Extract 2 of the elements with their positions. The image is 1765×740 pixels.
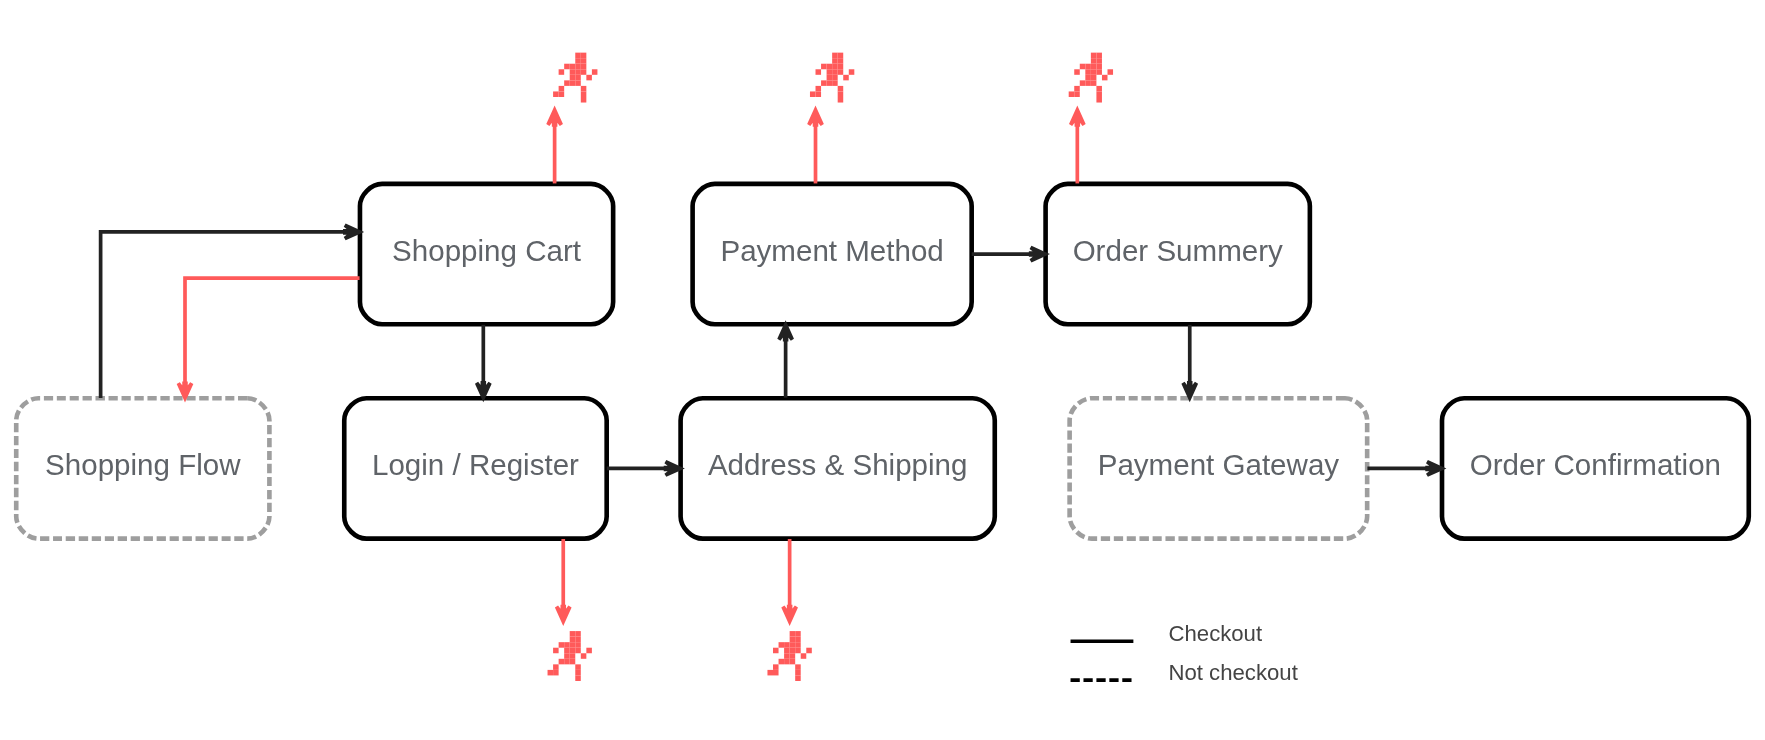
legend-label: Checkout [1168, 620, 1263, 646]
legend-label: Not checkout [1168, 659, 1298, 685]
